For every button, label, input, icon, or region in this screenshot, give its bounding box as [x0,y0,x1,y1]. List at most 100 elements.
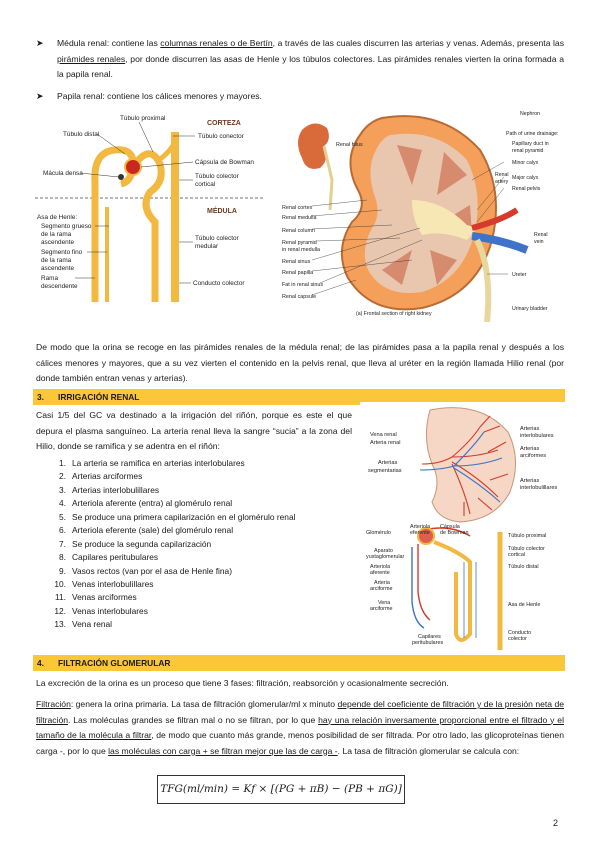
underlined-run: columnas renales o de Bertín [160,38,273,48]
bowman-capsule-glomerulus [124,158,142,176]
renal-vein [471,232,529,254]
label-capsula-2: de Bowman [440,530,468,536]
paragraph-filtracion-intro: La excreción de la orina es un proceso q… [36,678,449,688]
label-glomerulo: Glomérulo [366,530,391,536]
text-run: . La tasa de filtración glomerular se ca… [337,745,520,756]
label-ureter: Ureter [512,272,527,278]
section-header-irrigacion: 3. IRRIGACIÓN RENAL [33,389,565,405]
step-text: La arteria se ramifica en arterias inter… [72,458,245,468]
label-descendente: descendente [41,283,78,290]
label-renal-column: Renal column [282,228,315,234]
label-tubulo-proximal-3: Túbulo proximal [508,533,546,539]
paragraph-filtracion-detalle: Filtración: genera la orina primaria. La… [36,697,564,759]
section-title: FILTRACIÓN GLOMERULAR [58,658,171,668]
step-number: 3. [59,484,66,495]
label-tubulo-colector-3: Túbulo colector [508,546,545,552]
irrigation-step: 2.Arterias arciformes [50,470,350,483]
gfr-formula: TFG(ml/min) = Kf × [(PG + πB) − (PB + πG… [157,775,405,804]
label-capilares-2: peritubulares [412,640,443,646]
paragraph-orina-recorrido: De modo que la orina se recoge en las pi… [36,342,564,383]
label-medula: MÉDULA [207,206,237,215]
label-tubulo-colector-cortical: Túbulo colector [195,173,240,180]
label-de-la-rama: de la rama [41,231,72,238]
page-number: 2 [553,818,559,828]
step-text: Vena renal [72,619,113,630]
label-renal-capsule: Renal capsule [282,294,316,300]
irrigation-step: 10.Venas interlobulillares [50,578,350,591]
irrigation-step: 13.Vena renal [50,618,350,631]
label-segmento-grueso: Segmento grueso [41,223,92,230]
kidney-section-diagram: Renal hilus Renal cortex Renal medulla R… [272,110,569,322]
henle-loop-tubule [91,146,137,302]
step-text: Venas interlobulares [72,605,148,616]
inset-ureter [322,145,334,211]
label-conducto-colector: Conducto colector [193,280,245,287]
label-arteriola-af-1: Arteriola [370,564,390,570]
text-run: , de modo que cuanto más grande, menos p… [36,730,564,756]
text-run: , por donde discurren las asas de Henle … [57,53,564,80]
glomerulus [417,527,435,545]
label-renal-cortex: Renal cortex [282,205,313,211]
irrigation-steps-list: 1. La arteria se ramifica en arterias int… [50,457,350,632]
underlined-run: las moléculas con carga + se filtran mej… [108,745,338,756]
label-medular: medular [195,243,219,250]
step-text: Arteriola aferente (entra) al glomérulo … [72,498,233,509]
label-tubulo-distal-3: Túbulo distal [508,564,539,570]
label-arterias-seg: Arterias [378,460,397,466]
text-run: : genera la orina primaria. La tasa de f… [70,699,338,709]
label-yuxtaglomerular: yuxtaglomerular [366,554,405,560]
step-number: 1. [59,458,66,468]
underlined-run: depende del coeficiente de filtración y … [36,699,564,725]
step-number: 9. [59,565,66,576]
proximal-tubule [130,150,165,302]
section-header-filtracion: 4. FILTRACIÓN GLOMERULAR [33,655,565,671]
ureter [474,238,492,322]
label-cortical-3: cortical [508,552,525,558]
arrow-bullet-icon: ➤ [36,91,44,101]
irrigation-step: 11.Venas arciformes [50,591,350,604]
step-text: Se produce la segunda capilarización [72,538,212,549]
step-text: Se produce una primera capilarización en… [72,511,296,522]
label-interlobulares: interlobulares [520,433,554,439]
step-text: Capilares peritubulares [72,552,159,563]
text-run: , a través de las cuales discurren las a… [272,38,564,48]
label-renal-sinus: Renal sinus [282,259,310,265]
label-in-renal-medulla: in renal medulla [282,247,320,253]
step-number: 10. [54,578,66,589]
label-path-urine: Path of urine drainage: [506,131,559,137]
irrigation-step: 7.Se produce la segunda capilarización [50,538,350,551]
label-arteria-arc-1: Arteria [374,580,390,586]
kidney-inset [298,123,329,169]
step-text: Arterias interlobulillares [72,484,160,495]
label-tubulo-distal: Túbulo distal [63,131,99,138]
label-renal-medulla: Renal medulla [282,215,316,221]
step-number: 11. [54,592,66,603]
irrigation-step: 8. Capilares peritubulares [50,551,350,564]
label-ascendente-2: ascendente [41,265,74,272]
vasa-recta [463,562,477,638]
text-run: . Las moléculas grandes se filtran mal o… [68,714,319,725]
text-run: Médula renal: contiene las [57,38,161,48]
label-corteza: CORTEZA [207,120,241,127]
label-renal-vein-1: Renal [534,232,548,238]
label-capsula-bowman: Cápsula de Bowman [195,159,254,166]
label-minor-calyx: Minor calyx [512,160,539,166]
label-tubulo-conector: Túbulo conector [198,133,245,140]
nephron-diagram: CORTEZA MÉDULA Túbulo distal Mácula dens… [35,112,265,312]
step-number: 8. [59,552,66,563]
figure2-caption: (a) Frontal section of right kidney [356,311,432,317]
label-conducto-3: Conducto [508,630,531,636]
label-vena-arc-1: Vena [378,600,390,606]
label-de-la-rama-2: de la rama [41,257,72,264]
label-renal-artery-2: artery [495,179,509,185]
bullet-medula-text: Médula renal: contiene las columnas rena… [57,36,564,83]
label-arciformes: arciformes [520,453,546,459]
label-major-calyx: Major calyx [512,175,539,181]
section-number: 4. [37,658,44,668]
label-vena-renal: Vena renal [370,432,397,438]
step-number: 12. [54,605,66,616]
underlined-run: pirámides renales [57,53,126,64]
bullet-papila-renal: ➤ Papila renal: contiene los cálices men… [36,89,564,105]
section-title: IRRIGACIÓN RENAL [58,392,140,402]
